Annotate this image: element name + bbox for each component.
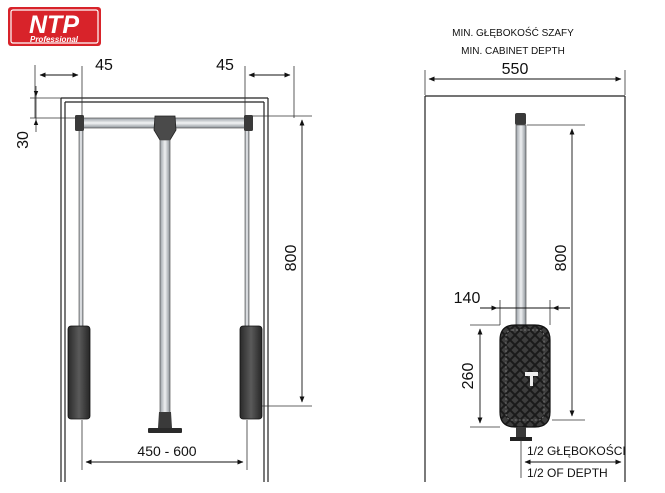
dim-depth-label: 550 — [502, 61, 529, 78]
pull-rod — [159, 139, 171, 421]
caption-english: MIN. CABINET DEPTH — [461, 46, 565, 57]
dim-right-offset-label: 45 — [216, 57, 234, 74]
dim-width-range-label: 450 - 600 — [137, 443, 196, 459]
handle-base — [148, 428, 182, 433]
cabinet-side-outline — [424, 95, 626, 482]
right-arm — [244, 125, 250, 331]
half-depth-english: 1/2 OF DEPTH — [527, 466, 608, 480]
side-view: MIN. GŁĘBOKOŚĆ SZAFY MIN. CABINET DEPTH … — [424, 26, 626, 482]
half-depth-polish: 1/2 GŁĘBOKOŚCI — [527, 443, 626, 458]
side-top-cap — [515, 113, 526, 125]
damper-t-mark — [525, 372, 538, 386]
left-damper — [67, 325, 91, 420]
pull-handle — [158, 412, 172, 428]
caption-polish: MIN. GŁĘBOKOŚĆ SZAFY — [452, 26, 574, 39]
front-view: 45 45 30 800 450 - 600 — [15, 57, 312, 482]
side-handle — [516, 427, 526, 439]
logo-text: NTP — [29, 11, 79, 39]
center-hub — [153, 115, 177, 141]
dim-top-gap-label: 30 — [15, 131, 32, 149]
cabinet-frame — [60, 97, 269, 482]
right-mount — [244, 115, 253, 131]
logo-subtext: Professional — [30, 35, 79, 44]
left-mount — [75, 115, 84, 131]
right-damper — [239, 325, 263, 420]
logo-badge — [8, 7, 101, 46]
dim-left-offset-label: 45 — [95, 57, 113, 74]
dim-front-height-label: 800 — [283, 245, 300, 272]
dim-box-height-label: 260 — [460, 363, 477, 390]
brand-logo: NTP Professional — [8, 7, 101, 46]
left-arm — [78, 125, 84, 331]
side-rod — [515, 124, 527, 328]
dim-box-width-label: 140 — [454, 290, 481, 307]
dim-side-height-label: 800 — [553, 245, 570, 272]
